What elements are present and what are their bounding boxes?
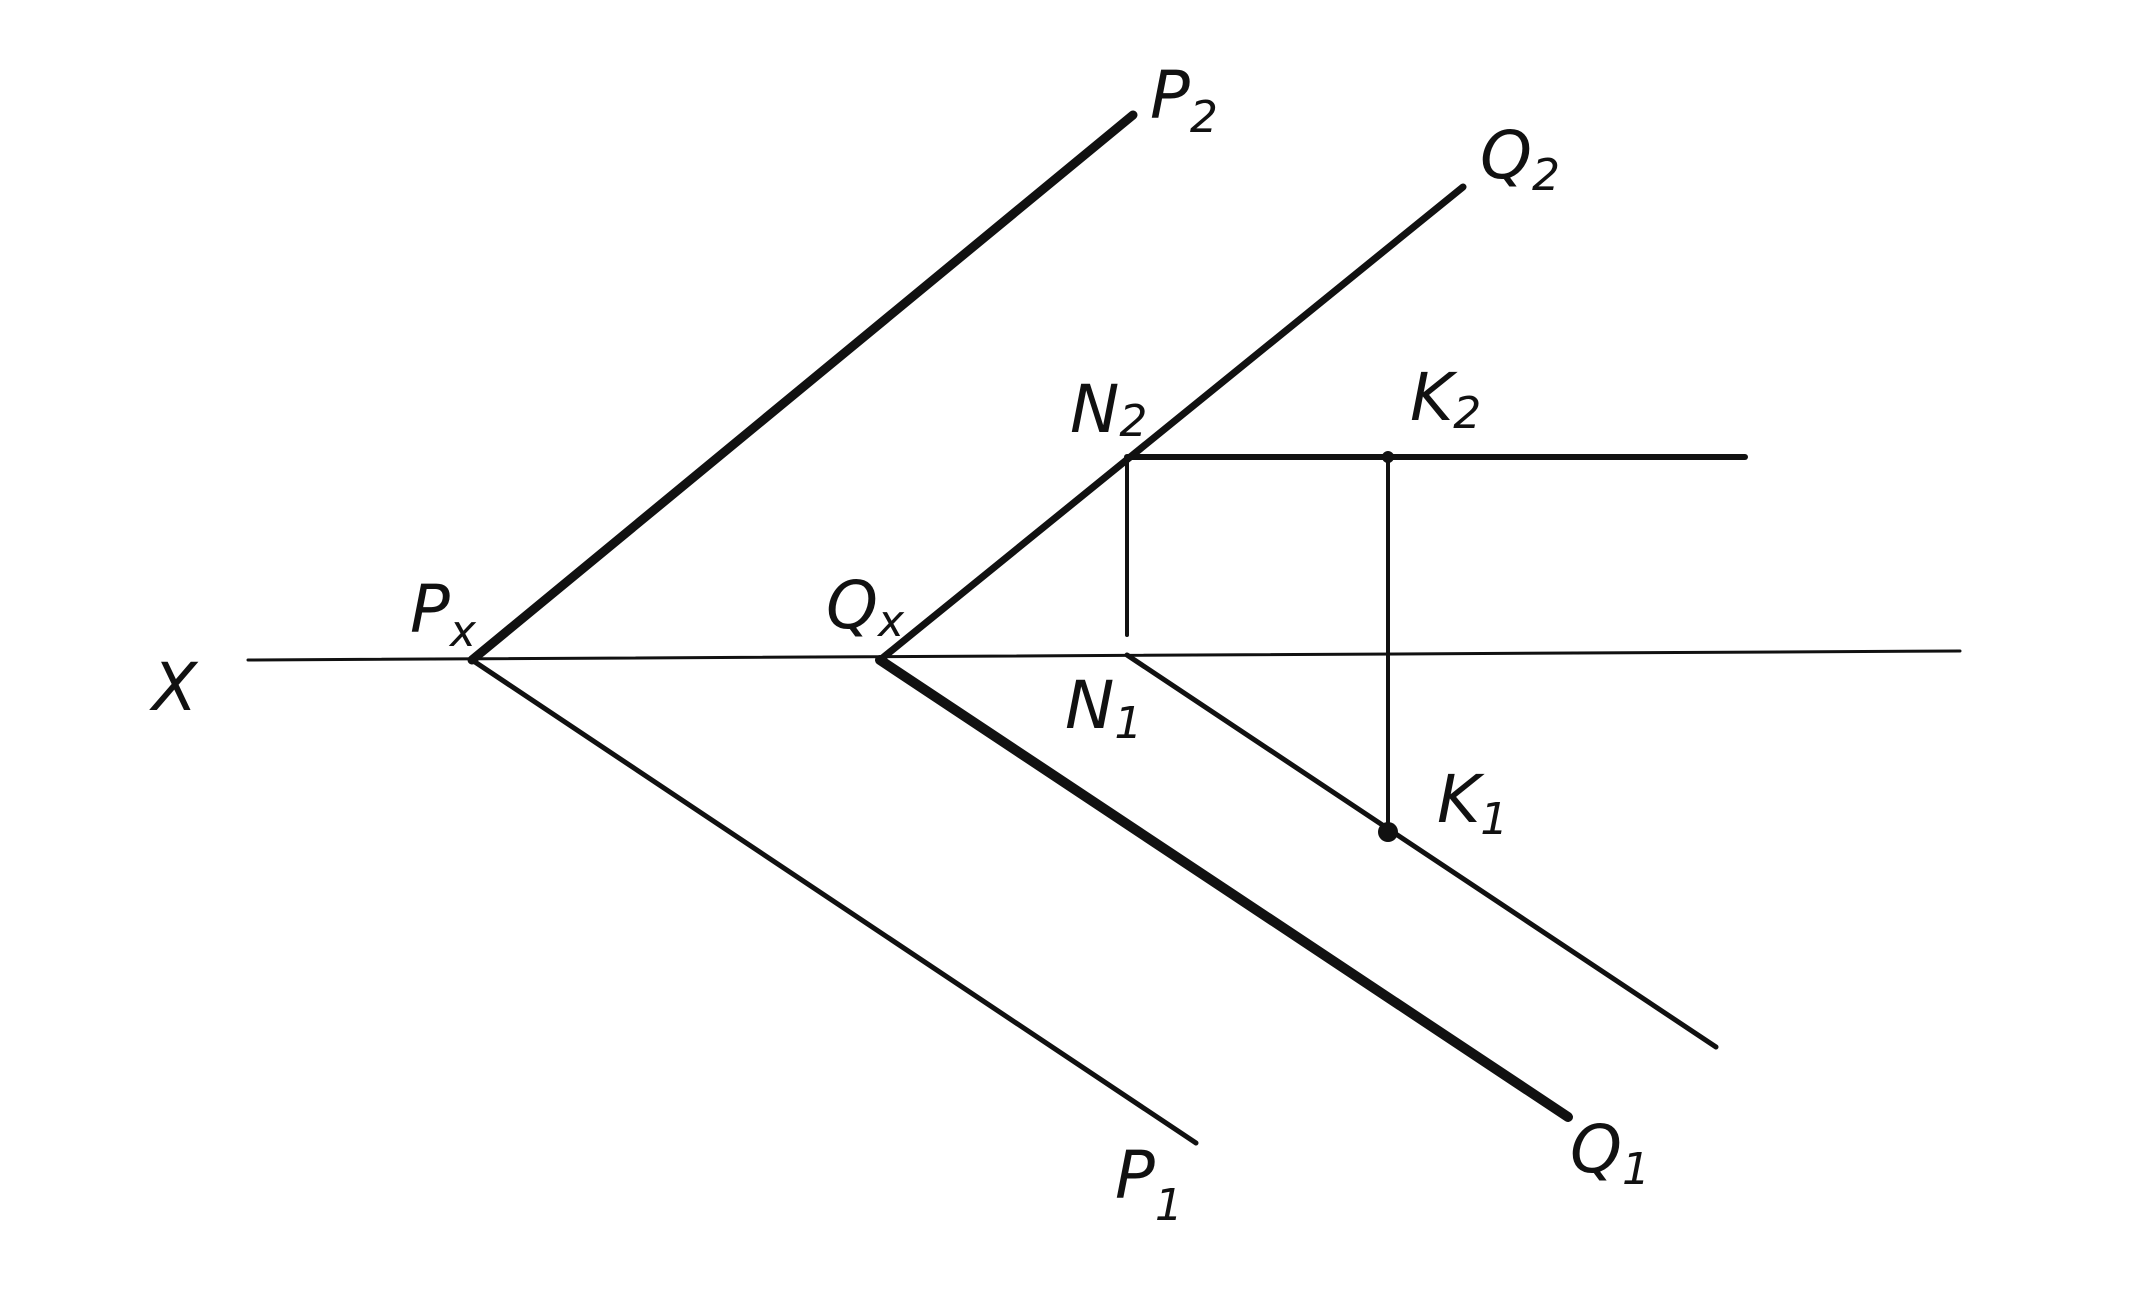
label-n2: N2 xyxy=(1070,371,1147,448)
label-n1: N1 xyxy=(1065,667,1142,749)
label-k1: K1 xyxy=(1437,761,1508,845)
label-k2: K2 xyxy=(1410,359,1481,439)
label-q1: Q1 xyxy=(1570,1111,1650,1195)
trace-q2-line xyxy=(876,183,1467,664)
label-q2: Q2 xyxy=(1480,117,1560,201)
label-qx: Qx xyxy=(826,567,905,647)
point-k1 xyxy=(1378,822,1398,842)
x-axis-line xyxy=(246,649,1962,662)
label-p2: P2 xyxy=(1150,57,1218,143)
trace-p2-line xyxy=(467,110,1138,665)
label-px: Px xyxy=(410,571,477,657)
label-x-axis: X xyxy=(149,649,199,726)
trace-q1-line xyxy=(875,655,1573,1122)
line-n1-k1 xyxy=(1124,652,1719,1050)
trace-p1-line xyxy=(469,657,1199,1146)
label-p1: P1 xyxy=(1115,1137,1183,1231)
point-k2 xyxy=(1382,451,1394,463)
